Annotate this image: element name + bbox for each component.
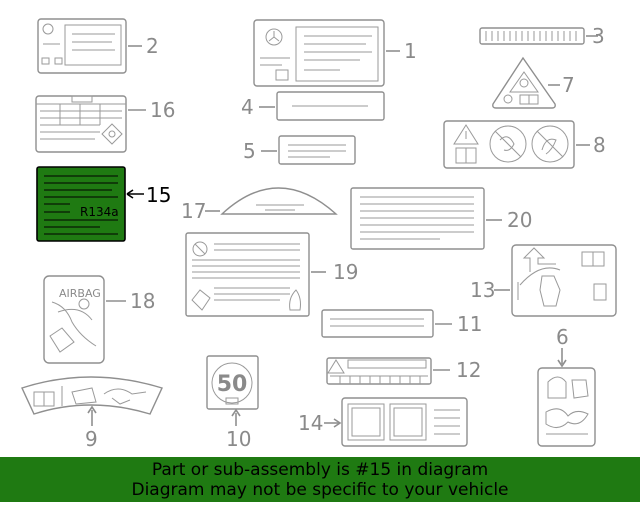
banner-line-2: Diagram may not be specific to your vehi… <box>131 480 509 500</box>
callout-10[interactable]: 10 <box>226 427 251 451</box>
part-16-label[interactable] <box>35 95 127 153</box>
callout-9[interactable]: 9 <box>85 427 98 451</box>
callout-11[interactable]: 11 <box>457 312 482 336</box>
callout-6[interactable]: 6 <box>556 325 569 349</box>
arrow-10 <box>231 408 241 417</box>
callout-14[interactable]: 14 <box>298 411 323 435</box>
part-7-label[interactable] <box>492 56 556 109</box>
part-3-label[interactable] <box>479 27 585 45</box>
part-13-label[interactable] <box>511 244 617 317</box>
part-9-label[interactable] <box>21 376 163 415</box>
part-19-label[interactable] <box>185 232 310 317</box>
arrow-14 <box>333 418 342 428</box>
part-11-label[interactable] <box>321 309 434 338</box>
callout-12[interactable]: 12 <box>456 358 481 382</box>
part-5-label[interactable] <box>278 135 356 165</box>
part-20-label[interactable] <box>350 187 485 250</box>
callout-3[interactable]: 3 <box>592 24 605 48</box>
callout-7[interactable]: 7 <box>562 73 575 97</box>
part-1-label[interactable] <box>253 19 385 87</box>
part-17-label[interactable] <box>220 187 338 215</box>
callout-20[interactable]: 20 <box>507 208 532 232</box>
part-15-label[interactable] <box>36 166 126 242</box>
callout-17[interactable]: 17 <box>181 199 206 223</box>
callout-16[interactable]: 16 <box>150 98 175 122</box>
airbag-text: AIRBAG <box>59 287 101 300</box>
callout-4[interactable]: 4 <box>241 95 254 119</box>
refrigerant-text: R134a <box>80 205 119 219</box>
part-6-label[interactable] <box>537 367 596 447</box>
arrow-6 <box>557 359 567 368</box>
diagram-canvas: 2 1 3 7 <box>21 18 617 451</box>
callout-15[interactable]: 15 <box>146 183 171 207</box>
part-14-label[interactable] <box>341 397 468 447</box>
info-banner: Part or sub-assembly is #15 in diagram D… <box>0 457 640 502</box>
banner-line-1: Part or sub-assembly is #15 in diagram <box>151 460 489 480</box>
callout-1[interactable]: 1 <box>404 39 417 63</box>
part-4-label[interactable] <box>276 91 385 121</box>
part-8-label[interactable] <box>443 120 575 169</box>
speed-limit-text: 50 <box>217 372 248 397</box>
arrow-9 <box>87 405 97 414</box>
callout-2[interactable]: 2 <box>146 34 159 58</box>
callout-8[interactable]: 8 <box>593 133 606 157</box>
callout-5[interactable]: 5 <box>243 139 256 163</box>
part-2-label[interactable] <box>37 18 127 74</box>
callout-13[interactable]: 13 <box>470 278 495 302</box>
part-10-label[interactable] <box>206 355 259 410</box>
part-12-label[interactable] <box>326 357 432 385</box>
callout-18[interactable]: 18 <box>130 289 155 313</box>
part-18-label[interactable] <box>43 275 105 364</box>
callout-19[interactable]: 19 <box>333 260 358 284</box>
arrow-15 <box>126 189 134 199</box>
